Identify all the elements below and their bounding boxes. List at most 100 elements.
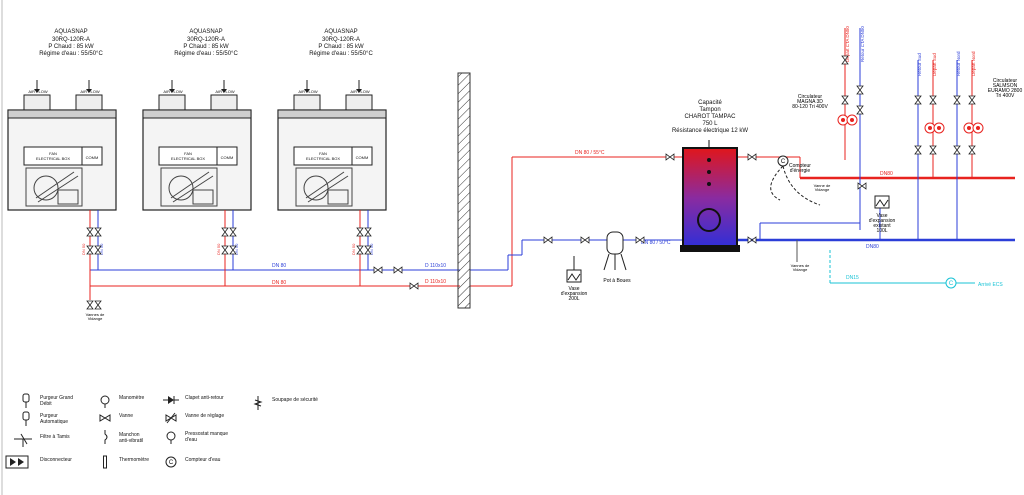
valve-icon — [86, 227, 94, 237]
valve-icon — [856, 105, 864, 115]
unit-dn-left: DN 50 — [81, 243, 86, 255]
unit-dn-left: DN 50 — [216, 243, 221, 255]
tank-caption: Capacité Tampon CHAROT TAMPAC 750 L Rési… — [672, 100, 748, 134]
unit-model: 30RQ-120R-A — [187, 37, 225, 43]
tank-line-1: Capacité — [698, 100, 722, 106]
valve-icon — [86, 245, 94, 255]
compteur-eau-ecs-icon — [945, 277, 957, 289]
clapet-icon — [163, 396, 179, 404]
dn80-55-label: DN 80 / 55°C — [575, 150, 605, 156]
dn80-right-supply-label: DN80 — [880, 171, 893, 177]
svg-text:C: C — [169, 460, 174, 466]
filtre-tamis-icon — [14, 433, 32, 447]
valve-icon — [857, 182, 867, 190]
valve-icon — [914, 145, 922, 155]
legend-label: Thermomètre — [119, 457, 149, 463]
vanne-icon — [99, 414, 111, 422]
valve-icon — [229, 245, 237, 255]
unit-dn-right: DN 50 — [99, 243, 104, 255]
purgeur-automatique-icon — [22, 411, 30, 426]
unit-dn-right: DN 50 — [369, 243, 374, 255]
valve-icon — [86, 300, 94, 310]
valve-icon — [856, 85, 864, 95]
d110-top-label: D 110x10 — [425, 263, 446, 269]
valve-icon — [635, 236, 645, 244]
circulator-magna — [837, 114, 858, 126]
vanne-reglage-icon — [165, 412, 177, 424]
tank-body — [682, 147, 738, 249]
valve-icon — [968, 95, 976, 105]
valve-icon — [221, 227, 229, 237]
legend-label: Clapet anti-retour — [185, 395, 224, 401]
building-wall — [457, 72, 471, 309]
valve-icon — [968, 145, 976, 155]
valve-icon — [953, 95, 961, 105]
valve-icon — [94, 300, 102, 310]
tank-line-3: CHAROT TAMPAC — [685, 114, 737, 120]
thermometre-icon — [103, 455, 107, 469]
depart-nord-label: Départ Nord — [971, 51, 976, 76]
unit-name: AQUASNAP — [54, 29, 87, 35]
legend-label: Disconnecteur — [40, 457, 72, 463]
circulator-salmson-nord — [963, 122, 984, 134]
unit-dn-right: DN 50 — [234, 243, 239, 255]
valve-icon — [580, 236, 590, 244]
unit-name: AQUASNAP — [189, 29, 222, 35]
valve-icon — [841, 95, 849, 105]
dn15-label: DN15 — [846, 275, 859, 281]
d110-bottom-label: D 110x10 — [425, 279, 446, 285]
valve-icon — [393, 266, 403, 274]
valve-icon — [929, 95, 937, 105]
valve-icon — [665, 153, 675, 161]
dn80-supply-label: DN 80 — [272, 280, 286, 286]
purgeur-grand-debit-icon — [22, 393, 30, 408]
zone-labels: Départ CTA DN50 Retour CTA DN50 Retour S… — [845, 26, 976, 76]
valve-icon — [841, 55, 849, 65]
soupape-icon — [253, 396, 263, 410]
unit-dn-left: DN 50 — [351, 243, 356, 255]
valve-icon — [356, 245, 364, 255]
tank-line-5: Résistance électrique 12 kW — [672, 128, 748, 134]
valve-icon — [229, 227, 237, 237]
expansion-vessel-100 — [874, 195, 890, 209]
tank-line-4: 750 L — [702, 121, 718, 127]
depart-cta-label: Départ CTA DN50 — [845, 26, 850, 62]
eau-ecs-label: Arrivé ECS — [978, 282, 1003, 288]
valve-icon — [94, 245, 102, 255]
valve-icon — [221, 245, 229, 255]
unit-model: 30RQ-120R-A — [52, 37, 90, 43]
retour-sud-label: Retour Sud — [917, 53, 922, 76]
valve-icon — [747, 153, 757, 161]
valve-icon — [94, 227, 102, 237]
valve-icon — [356, 227, 364, 237]
unit-model: 30RQ-120R-A — [322, 37, 360, 43]
resistance-flange — [697, 208, 721, 232]
pipe-labels: DN 80 DN 80 D 110x10 D 110x10 DN 80 / 55… — [272, 150, 893, 286]
valve-icon — [409, 282, 419, 290]
disconnecteur-icon — [5, 455, 29, 469]
depart-sud-label: Départ Sud — [932, 53, 937, 76]
dn80-50-label: DN 80 / 50°C — [641, 240, 671, 246]
valve-icon — [364, 227, 372, 237]
buffer-tank — [680, 140, 740, 252]
manchon-icon — [104, 430, 108, 444]
comm-label: COMM — [221, 155, 234, 160]
pot-a-boues — [603, 231, 627, 271]
valves — [86, 55, 976, 310]
tank-line-2: Tampon — [699, 107, 720, 113]
retour-nord-label: Retour Nord — [956, 51, 961, 76]
